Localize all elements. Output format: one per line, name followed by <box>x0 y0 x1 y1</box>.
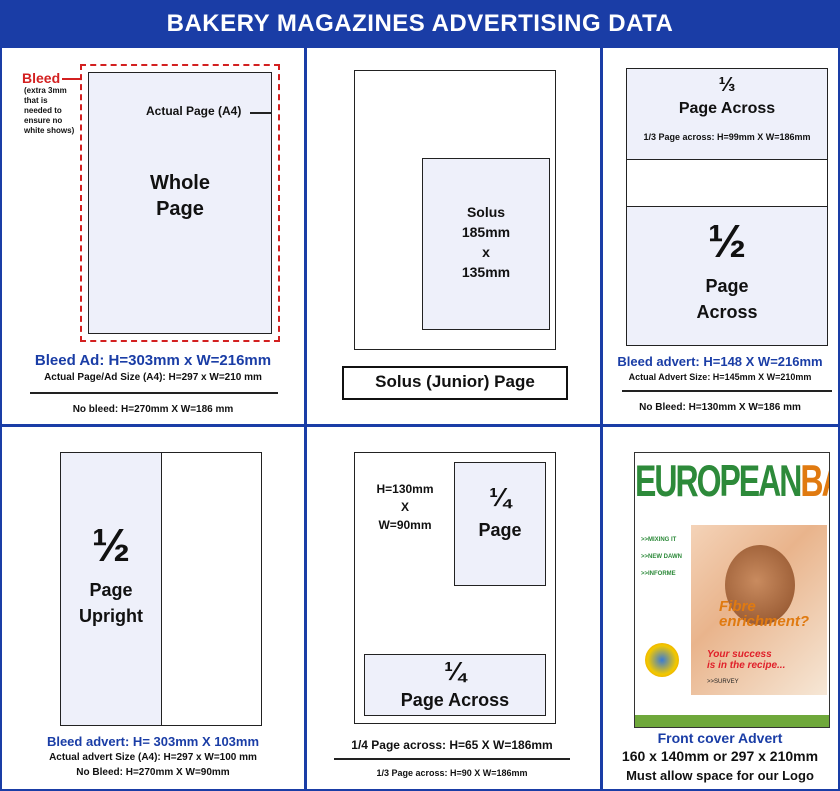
cover-contents: >>MIXING IT >>NEW DAWN >>INFORME <box>641 537 683 578</box>
half-fraction: ½ <box>91 519 131 571</box>
actual-size: Actual advert Size (A4): H=297 x W=100 m… <box>49 752 257 763</box>
magazine-cover: EUROPEANBAKER >>MIXING IT >>NEW DAWN >>I… <box>634 452 830 728</box>
no-bleed-size: No Bleed: H=130mm X W=186 mm <box>639 402 801 413</box>
front-cover-note: Must allow space for our Logo <box>626 768 814 783</box>
solus-height: 185mm <box>461 224 511 240</box>
third-fraction: ⅓ <box>718 74 736 96</box>
half-fraction: ½ <box>707 215 747 267</box>
front-cover-size: 160 x 140mm or 297 x 210mm <box>621 748 819 764</box>
portrait-image <box>725 545 795 625</box>
bleed-advert-size: Bleed advert: H=148 X W=216mm <box>617 354 823 369</box>
solus-caption: Solus (Junior) Page <box>375 372 535 391</box>
divider <box>30 392 278 394</box>
upright-label: Page <box>89 580 133 600</box>
third-across-box <box>626 68 828 160</box>
bleed-note: that is <box>24 96 48 105</box>
cover-footer-bar <box>635 715 829 727</box>
bleed-label: Bleed <box>22 70 61 86</box>
divider <box>334 758 570 760</box>
no-bleed-size: No Bleed: H=270mm X W=90mm <box>76 767 230 778</box>
third-size: 1/3 Page across: H=99mm X W=186mm <box>643 132 811 142</box>
cover-survey: >>SURVEY <box>707 679 739 685</box>
quarter-dim: W=90mm <box>378 518 432 532</box>
quarter-dim: H=130mm <box>376 482 434 496</box>
quarter-fraction: ¼ <box>489 482 511 512</box>
half-label: Page <box>705 276 749 296</box>
quarter-across-fraction: ¼ <box>444 656 466 686</box>
grid-divider <box>2 424 838 427</box>
grid-divider <box>304 48 307 791</box>
solus-width: 135mm <box>461 264 511 280</box>
badge-icon <box>645 643 679 677</box>
upright-label: Upright <box>79 606 143 626</box>
solus-times: x <box>482 244 490 260</box>
page-title: BAKERY MAGAZINES ADVERTISING DATA <box>2 0 838 48</box>
bleed-note: ensure no <box>24 116 63 125</box>
whole-page-box <box>88 72 272 334</box>
third-label: Page Across <box>678 100 776 117</box>
divider <box>622 390 832 392</box>
quarter-label: Page <box>478 520 522 540</box>
whole-page-title: Whole <box>150 172 210 194</box>
quarter-across-size: 1/4 Page across: H=65 X W=186mm <box>351 738 553 752</box>
magazine-logo: EUROPEANBAKER <box>635 455 829 506</box>
solus-label: Solus <box>466 204 506 220</box>
third-across-size: 1/3 Page across: H=90 X W=186mm <box>376 768 528 778</box>
bleed-outline <box>80 64 280 342</box>
quarter-dim: X <box>400 500 409 514</box>
bleed-note: white shows) <box>24 126 75 135</box>
grid-divider <box>600 48 603 791</box>
quarter-page-box <box>454 462 546 586</box>
solus-caption-box <box>342 366 568 400</box>
front-cover-title: Front cover Advert <box>657 730 783 746</box>
solus-ad-box <box>422 158 550 330</box>
bleed-note: (extra 3mm <box>24 86 67 95</box>
whole-page-title: Page <box>156 198 204 220</box>
actual-size: Actual Advert Size: H=145mm X W=210mm <box>628 372 812 382</box>
actual-page-label: Actual Page (A4) <box>146 104 242 118</box>
bleed-advert-size: Bleed advert: H= 303mm X 103mm <box>46 734 260 749</box>
no-bleed-size: No bleed: H=270mm X W=186 mm <box>72 404 234 415</box>
actual-size: Actual Page/Ad Size (A4): H=297 x W=210 … <box>44 372 262 383</box>
bleed-ad-size: Bleed Ad: H=303mm x W=216mm <box>34 352 272 369</box>
half-across-box <box>626 206 828 346</box>
bleed-note: needed to <box>24 106 62 115</box>
quarter-across-box <box>364 654 546 716</box>
half-upright-box <box>60 452 162 726</box>
actual-page-pointer <box>250 112 272 114</box>
quarter-across-label: Page Across <box>400 690 510 710</box>
cover-photo <box>691 525 827 695</box>
bleed-pointer <box>62 78 80 80</box>
half-label: Across <box>696 302 758 322</box>
